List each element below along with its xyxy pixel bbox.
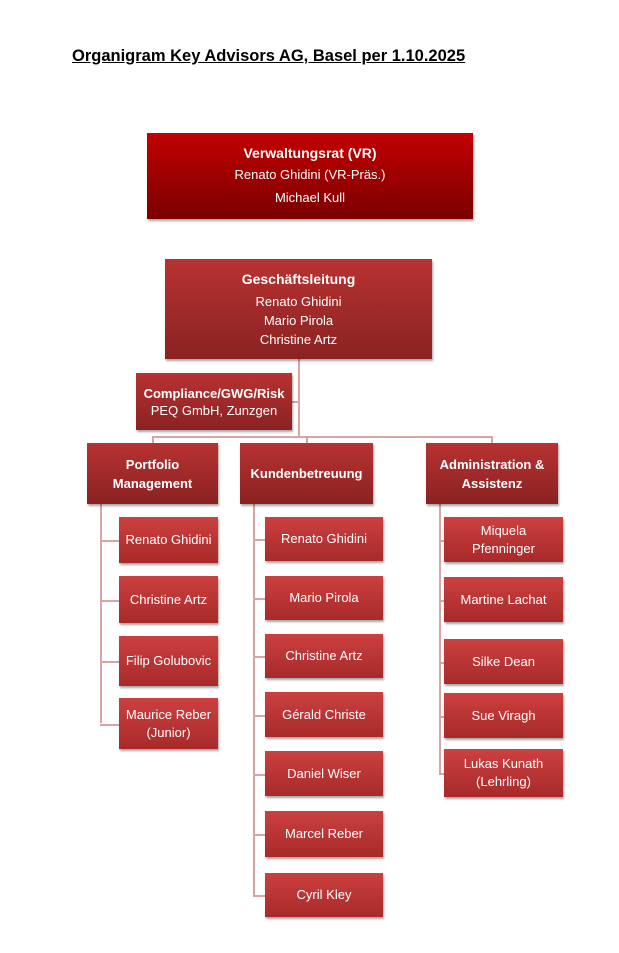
department-box-kunden: Kundenbetreuung xyxy=(240,443,373,504)
management-member: Mario Pirola xyxy=(263,312,334,328)
member-name: Daniel Wiser xyxy=(287,765,361,781)
member-box-admin: Martine Lachat xyxy=(444,577,563,622)
member-name: Silke Dean xyxy=(472,653,535,669)
department-box-admin: Administration & Assistenz xyxy=(426,443,558,504)
member-box-portfolio: Christine Artz xyxy=(119,576,218,623)
member-box-kunden: Renato Ghidini xyxy=(265,517,383,561)
connector xyxy=(439,539,444,542)
department-heading: Administration & Assistenz xyxy=(439,456,545,491)
connector xyxy=(306,436,308,443)
member-box-kunden: Mario Pirola xyxy=(265,576,383,620)
member-box-portfolio: Filip Golubovic xyxy=(119,636,218,686)
connector xyxy=(491,436,493,443)
connector xyxy=(100,540,119,542)
board-member: Renato Ghidini (VR-Präs.) xyxy=(234,166,386,182)
page-title: Organigram Key Advisors AG, Basel per 1.… xyxy=(72,47,466,65)
member-name: Maurice Reber (Junior) xyxy=(125,706,212,740)
member-name: Miquela Pfenninger xyxy=(472,522,535,556)
management-member: Christine Artz xyxy=(259,331,338,347)
connector xyxy=(253,598,265,600)
connector xyxy=(100,599,119,602)
member-name: Mario Pirola xyxy=(289,590,359,605)
member-box-kunden: Marcel Reber xyxy=(265,811,383,857)
member-name: Cyril Kley xyxy=(296,887,352,902)
management-heading: Geschäftsleitung xyxy=(241,270,356,287)
compliance-heading: Compliance/GWG/Risk xyxy=(143,385,285,401)
member-box-admin: Miquela Pfenninger xyxy=(444,517,563,562)
member-box-admin: Lukas Kunath (Lehrling) xyxy=(444,749,563,797)
member-name: Marcel Reber xyxy=(284,826,364,841)
board-member: Michael Kull xyxy=(274,189,346,205)
management-box: Geschäftsleitung Renato Ghidini Mario Pi… xyxy=(165,259,432,359)
board-box: Verwaltungsrat (VR) Renato Ghidini (VR-P… xyxy=(147,133,473,219)
member-box-kunden: Daniel Wiser xyxy=(265,751,383,796)
connector xyxy=(253,773,265,776)
department-box-portfolio: Portfolio Management xyxy=(87,443,218,504)
connector xyxy=(439,661,444,664)
member-name: Filip Golubovic xyxy=(125,653,212,668)
member-box-kunden: Christine Artz xyxy=(265,634,383,678)
member-name: Renato Ghidini xyxy=(125,532,212,547)
member-box-kunden: Gérald Christe xyxy=(265,692,383,737)
member-name: Martine Lachat xyxy=(460,591,547,607)
connector xyxy=(253,714,265,717)
connector xyxy=(439,599,444,602)
member-name: Sue Viragh xyxy=(471,707,536,723)
department-heading: Portfolio Management xyxy=(112,456,193,491)
connector xyxy=(100,504,102,723)
connector xyxy=(253,895,265,897)
member-box-portfolio: Maurice Reber (Junior) xyxy=(119,698,218,749)
board-heading: Verwaltungsrat (VR) xyxy=(243,144,377,161)
member-name: Christine Artz xyxy=(285,648,363,663)
connector xyxy=(253,539,265,541)
member-box-admin: Sue Viragh xyxy=(444,693,563,738)
member-box-portfolio: Renato Ghidini xyxy=(119,517,218,563)
connector xyxy=(100,661,119,663)
connector xyxy=(253,504,255,896)
department-heading: Kundenbetreuung xyxy=(250,466,363,481)
connector xyxy=(253,834,265,836)
member-name: Christine Artz xyxy=(129,591,208,607)
connector xyxy=(253,656,265,658)
connector xyxy=(298,359,300,438)
connector xyxy=(152,436,154,443)
connector xyxy=(100,723,119,726)
member-name: Gérald Christe xyxy=(282,706,366,722)
connector xyxy=(439,773,444,775)
connector xyxy=(292,401,299,403)
management-member: Renato Ghidini xyxy=(255,293,342,309)
member-name: Renato Ghidini xyxy=(281,531,367,546)
member-box-kunden: Cyril Kley xyxy=(265,873,383,917)
connector xyxy=(439,504,441,774)
member-name: Lukas Kunath (Lehrling) xyxy=(463,756,544,789)
connector xyxy=(152,436,493,438)
compliance-box: Compliance/GWG/Risk PEQ GmbH, Zunzgen xyxy=(136,373,292,430)
connector xyxy=(439,715,444,718)
compliance-provider: PEQ GmbH, Zunzgen xyxy=(150,402,278,418)
member-box-admin: Silke Dean xyxy=(444,639,563,684)
